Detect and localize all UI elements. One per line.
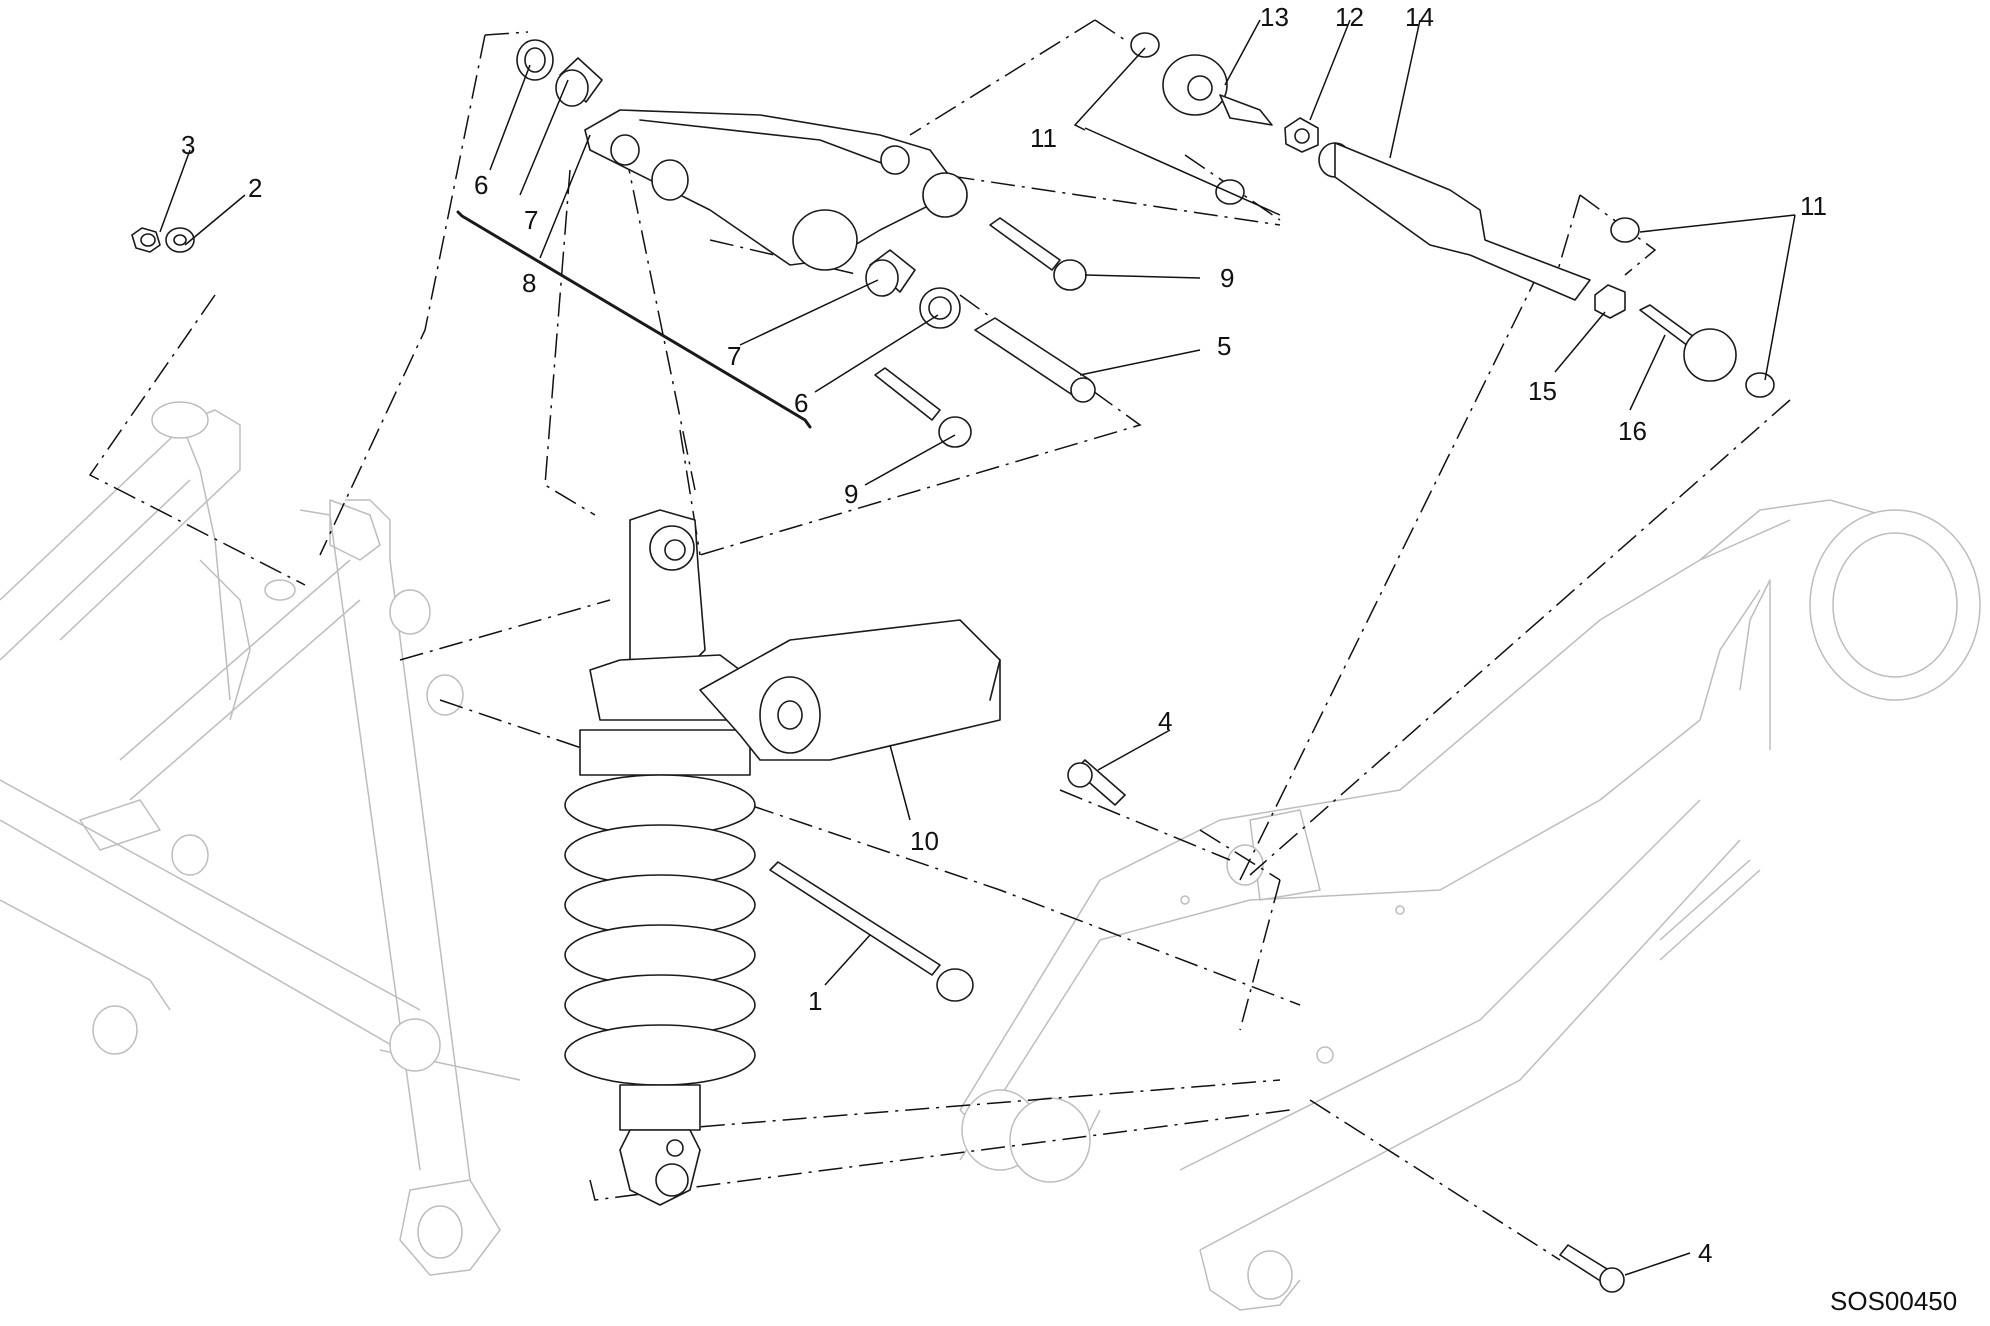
part-rod-end-13	[1162, 54, 1273, 126]
callout-6: 6	[794, 388, 808, 418]
part-bushing-11-a	[1130, 32, 1160, 58]
callout-labels: 1 2 3 4 4 5 6 6 7 7 8 9 9 10 11 11 12 13…	[181, 2, 1957, 1316]
part-seal-6-bottom	[919, 287, 961, 329]
callout-5: 5	[1217, 331, 1231, 361]
part-bolt-9-top	[989, 217, 1087, 291]
part-adjuster-14	[1318, 142, 1591, 301]
assembly-8-bracket	[456, 210, 812, 429]
callout-6: 6	[474, 170, 488, 200]
part-nut-12	[1284, 117, 1319, 153]
part-seal-6-top	[516, 39, 554, 81]
callout-7: 7	[524, 205, 538, 235]
part-rod-end-16	[1639, 304, 1737, 382]
callout-9: 9	[1220, 263, 1234, 293]
part-nut-15	[1594, 284, 1626, 319]
diagram-code: SOS00450	[1830, 1286, 1957, 1316]
callout-13: 13	[1260, 2, 1289, 32]
part-bolt-1	[769, 861, 974, 1002]
callout-11: 11	[1800, 191, 1827, 221]
part-bolt-4-top	[1067, 759, 1126, 806]
callout-8: 8	[522, 268, 536, 298]
callout-9: 9	[844, 479, 858, 509]
part-shock-absorber-10	[564, 509, 1001, 1206]
part-bolt-9-bottom	[874, 367, 972, 448]
part-nut-3	[131, 227, 161, 253]
part-bushing-11-c	[1610, 217, 1640, 243]
callout-14: 14	[1405, 2, 1434, 32]
part-washer-2	[165, 227, 195, 253]
callout-1: 1	[808, 986, 822, 1016]
part-rocker-link-8	[584, 109, 968, 271]
swingarm-outline	[959, 499, 1981, 1311]
callout-12: 12	[1335, 2, 1364, 32]
callout-15: 15	[1528, 376, 1557, 406]
part-bolt-4-bottom	[1559, 1244, 1625, 1293]
leader-lines	[159, 19, 1796, 1276]
callout-2: 2	[248, 173, 262, 203]
callout-11: 11	[1030, 123, 1057, 153]
part-bearing-7-bottom	[865, 249, 916, 297]
callout-7: 7	[727, 341, 741, 371]
frame-outline	[0, 401, 521, 1276]
callout-4: 4	[1698, 1238, 1712, 1268]
part-bearing-7-top	[555, 57, 603, 107]
part-bushing-11-d	[1745, 372, 1775, 398]
callout-4: 4	[1158, 706, 1172, 736]
callout-10: 10	[910, 826, 939, 856]
callout-3: 3	[181, 130, 195, 160]
part-spacer-5	[974, 317, 1096, 403]
callout-16: 16	[1618, 416, 1647, 446]
shock-spring	[564, 774, 756, 1086]
